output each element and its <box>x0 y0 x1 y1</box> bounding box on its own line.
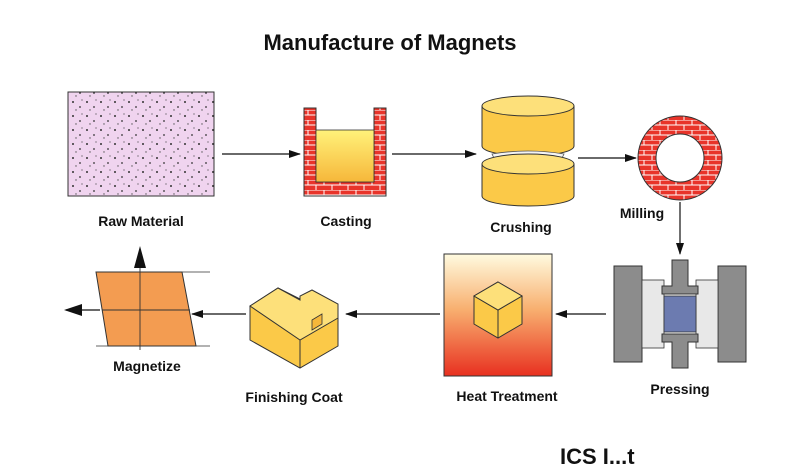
label-heat-treatment: Heat Treatment <box>456 388 557 404</box>
heat-treatment-furnace <box>443 253 553 377</box>
footer-watermark: ICS I...t <box>560 444 635 469</box>
label-finishing-coat: Finishing Coat <box>245 389 343 405</box>
casting-crucible <box>303 107 387 197</box>
label-milling: Milling <box>620 205 664 221</box>
crushing-cylinders <box>481 95 575 207</box>
magnetize-b-arrow-icon <box>134 246 146 268</box>
label-pressing: Pressing <box>650 381 709 397</box>
milling-ring <box>637 115 723 201</box>
finishing-coat-block <box>249 287 339 369</box>
label-casting: Casting <box>320 213 371 229</box>
label-raw-material: Raw Material <box>98 213 184 229</box>
pressing-die <box>613 259 747 369</box>
magnetize-hysteresis <box>64 246 210 350</box>
label-magnetize: Magnetize <box>113 358 181 374</box>
raw-material-block <box>67 91 215 197</box>
label-crushing: Crushing <box>490 219 551 235</box>
diagram-title: Manufacture of Magnets <box>263 30 516 55</box>
magnetize-h-arrow-icon <box>64 304 82 316</box>
